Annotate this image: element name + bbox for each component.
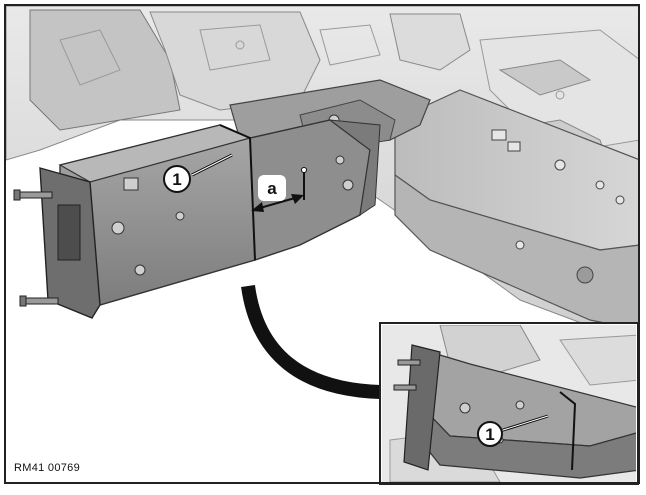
figure-frame — [4, 4, 640, 484]
callout-part-1-inset: 1 — [477, 421, 503, 447]
dimension-arrow — [251, 194, 304, 212]
mounting-stud — [13, 189, 53, 201]
callout-part-1: 1 — [163, 165, 191, 193]
mounting-stud — [19, 295, 59, 307]
svg-text:1: 1 — [172, 170, 181, 189]
main-view — [6, 6, 638, 399]
svg-text:a: a — [267, 179, 277, 198]
figure-id-label: RM41 00769 — [14, 462, 80, 474]
transition-arc — [241, 284, 381, 399]
callout-dimension-a: a — [258, 175, 286, 201]
svg-text:1: 1 — [485, 425, 494, 444]
detail-inset — [379, 322, 639, 485]
